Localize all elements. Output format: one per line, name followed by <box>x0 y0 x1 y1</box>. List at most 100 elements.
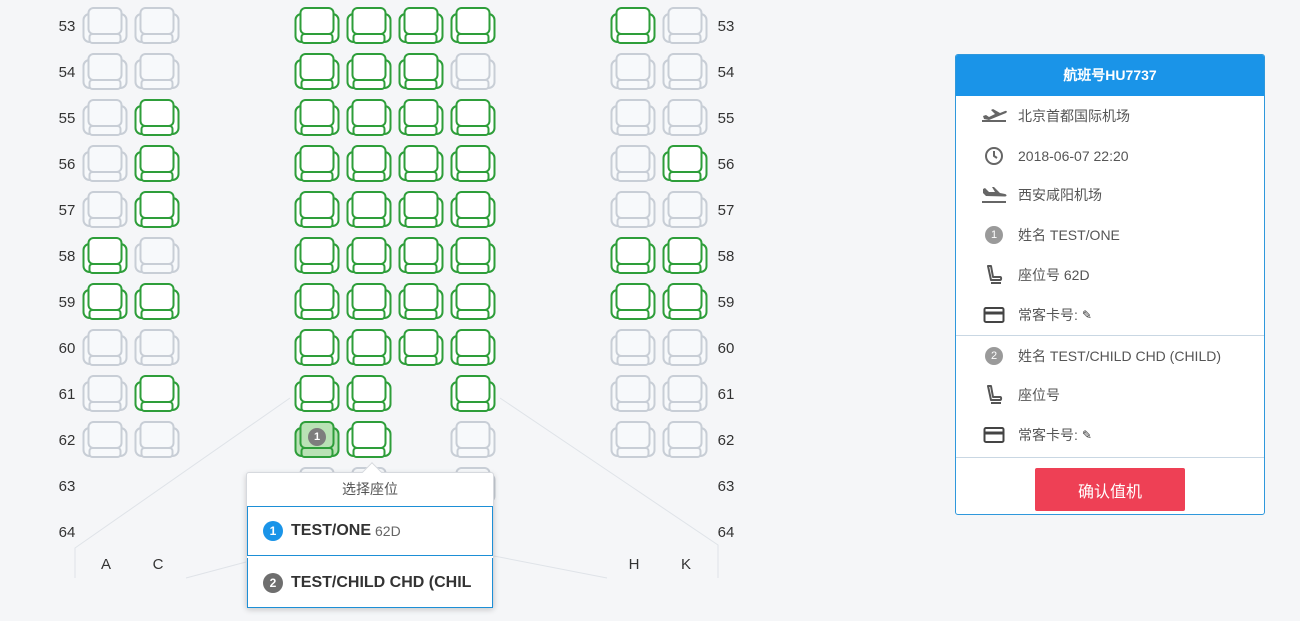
seat-available[interactable] <box>450 236 496 276</box>
seat-available[interactable] <box>398 190 444 230</box>
passenger-number-icon: 2 <box>985 346 1003 365</box>
passenger-1-ffp-label: 常客卡号: <box>1018 306 1078 323</box>
seat-available[interactable] <box>346 282 392 322</box>
popup-passenger-1[interactable]: 1 TEST/ONE 62D <box>247 506 493 556</box>
seat-available[interactable] <box>610 282 656 322</box>
seat-available[interactable] <box>82 236 128 276</box>
seat-available[interactable] <box>346 328 392 368</box>
seat-available[interactable] <box>346 6 392 46</box>
seat-available[interactable] <box>610 6 656 46</box>
seat-selected[interactable]: 1 <box>294 420 340 460</box>
seat-occupied <box>82 52 128 92</box>
seat-occupied <box>662 190 708 230</box>
seat-available[interactable] <box>398 236 444 276</box>
row-number: 58 <box>717 248 735 265</box>
seat-available[interactable] <box>346 420 392 460</box>
seat-available[interactable] <box>450 144 496 184</box>
passenger-name: TEST/CHILD CHD (CHIL <box>291 573 472 591</box>
seat-occupied <box>82 144 128 184</box>
seat-available[interactable] <box>294 52 340 92</box>
pencil-icon[interactable]: ✎ <box>1081 428 1092 443</box>
passenger-2-ffp-row[interactable]: 常客卡号: ✎ <box>956 415 1264 455</box>
row-number: 60 <box>717 340 735 357</box>
row-number: 58 <box>58 248 76 265</box>
seat-available[interactable] <box>450 190 496 230</box>
seat-available[interactable] <box>450 282 496 322</box>
seat-occupied <box>134 52 180 92</box>
seat-available[interactable] <box>294 282 340 322</box>
confirm-checkin-button[interactable]: 确认值机 <box>1035 468 1185 512</box>
seat-available[interactable] <box>134 190 180 230</box>
seat-available[interactable] <box>398 52 444 92</box>
seat-occupied <box>82 190 128 230</box>
seat-occupied <box>610 328 656 368</box>
pencil-icon[interactable]: ✎ <box>1081 307 1092 322</box>
popup-title: 选择座位 <box>342 481 398 497</box>
seat-available[interactable] <box>450 328 496 368</box>
row-number: 62 <box>58 432 76 449</box>
seat-occupied <box>450 52 496 92</box>
seat-occupied <box>134 236 180 276</box>
passenger-1-ffp-row[interactable]: 常客卡号: ✎ <box>956 295 1264 335</box>
seat-occupied <box>610 52 656 92</box>
seat-available[interactable] <box>398 144 444 184</box>
row-number: 54 <box>717 64 735 81</box>
seat-occupied <box>82 98 128 138</box>
seat-available[interactable] <box>134 98 180 138</box>
seat-available[interactable] <box>294 190 340 230</box>
seat-available[interactable] <box>662 282 708 322</box>
seat-available[interactable] <box>294 98 340 138</box>
seat-available[interactable] <box>662 144 708 184</box>
seat-occupied <box>610 420 656 460</box>
landing-icon <box>980 184 1008 206</box>
row-number: 59 <box>717 294 735 311</box>
row-number: 64 <box>58 524 76 541</box>
passenger-1-name: 姓名 TEST/ONE <box>1018 227 1120 244</box>
passenger-number-badge: 2 <box>263 572 283 593</box>
seat-available[interactable] <box>346 236 392 276</box>
seat-available[interactable] <box>450 98 496 138</box>
seat-available[interactable] <box>398 328 444 368</box>
seat-available[interactable] <box>134 282 180 322</box>
departure-airport: 北京首都国际机场 <box>1018 107 1130 124</box>
seat-available[interactable] <box>398 282 444 322</box>
seat-occupied <box>662 420 708 460</box>
popup-passenger-2[interactable]: 2 TEST/CHILD CHD (CHIL <box>247 558 493 608</box>
row-number: 62 <box>717 432 735 449</box>
row-number: 63 <box>58 478 76 495</box>
seat-occupied <box>82 374 128 414</box>
seat-occupied <box>610 98 656 138</box>
seat-available[interactable] <box>346 374 392 414</box>
seat-available[interactable] <box>294 328 340 368</box>
seat-available[interactable] <box>134 374 180 414</box>
row-number: 59 <box>58 294 76 311</box>
seat-available[interactable] <box>450 374 496 414</box>
seat-available[interactable] <box>82 282 128 322</box>
seat-available[interactable] <box>450 6 496 46</box>
column-letter: A <box>100 556 111 573</box>
seat-available[interactable] <box>346 98 392 138</box>
seat-available[interactable] <box>294 236 340 276</box>
row-number: 56 <box>58 156 76 173</box>
passenger-divider <box>956 334 1264 336</box>
passenger-1-seat-row: 座位号 62D <box>956 255 1264 295</box>
seat-available[interactable] <box>346 52 392 92</box>
seat-available[interactable] <box>134 144 180 184</box>
seat-occupied <box>134 328 180 368</box>
seat-available[interactable] <box>346 144 392 184</box>
seat-available[interactable] <box>294 6 340 46</box>
seat-occupied <box>610 190 656 230</box>
seat-available[interactable] <box>398 98 444 138</box>
seat-available[interactable] <box>346 190 392 230</box>
seat-occupied <box>610 374 656 414</box>
row-number: 57 <box>717 202 735 219</box>
passenger-2-seat: 座位号 <box>1018 387 1060 404</box>
seat-available[interactable] <box>294 144 340 184</box>
seat-available[interactable] <box>662 236 708 276</box>
seat-available[interactable] <box>610 236 656 276</box>
panel-footer: 确认值机 <box>956 457 1264 521</box>
passenger-number-badge: 1 <box>263 521 283 541</box>
seat-available[interactable] <box>398 6 444 46</box>
seat-available[interactable] <box>294 374 340 414</box>
